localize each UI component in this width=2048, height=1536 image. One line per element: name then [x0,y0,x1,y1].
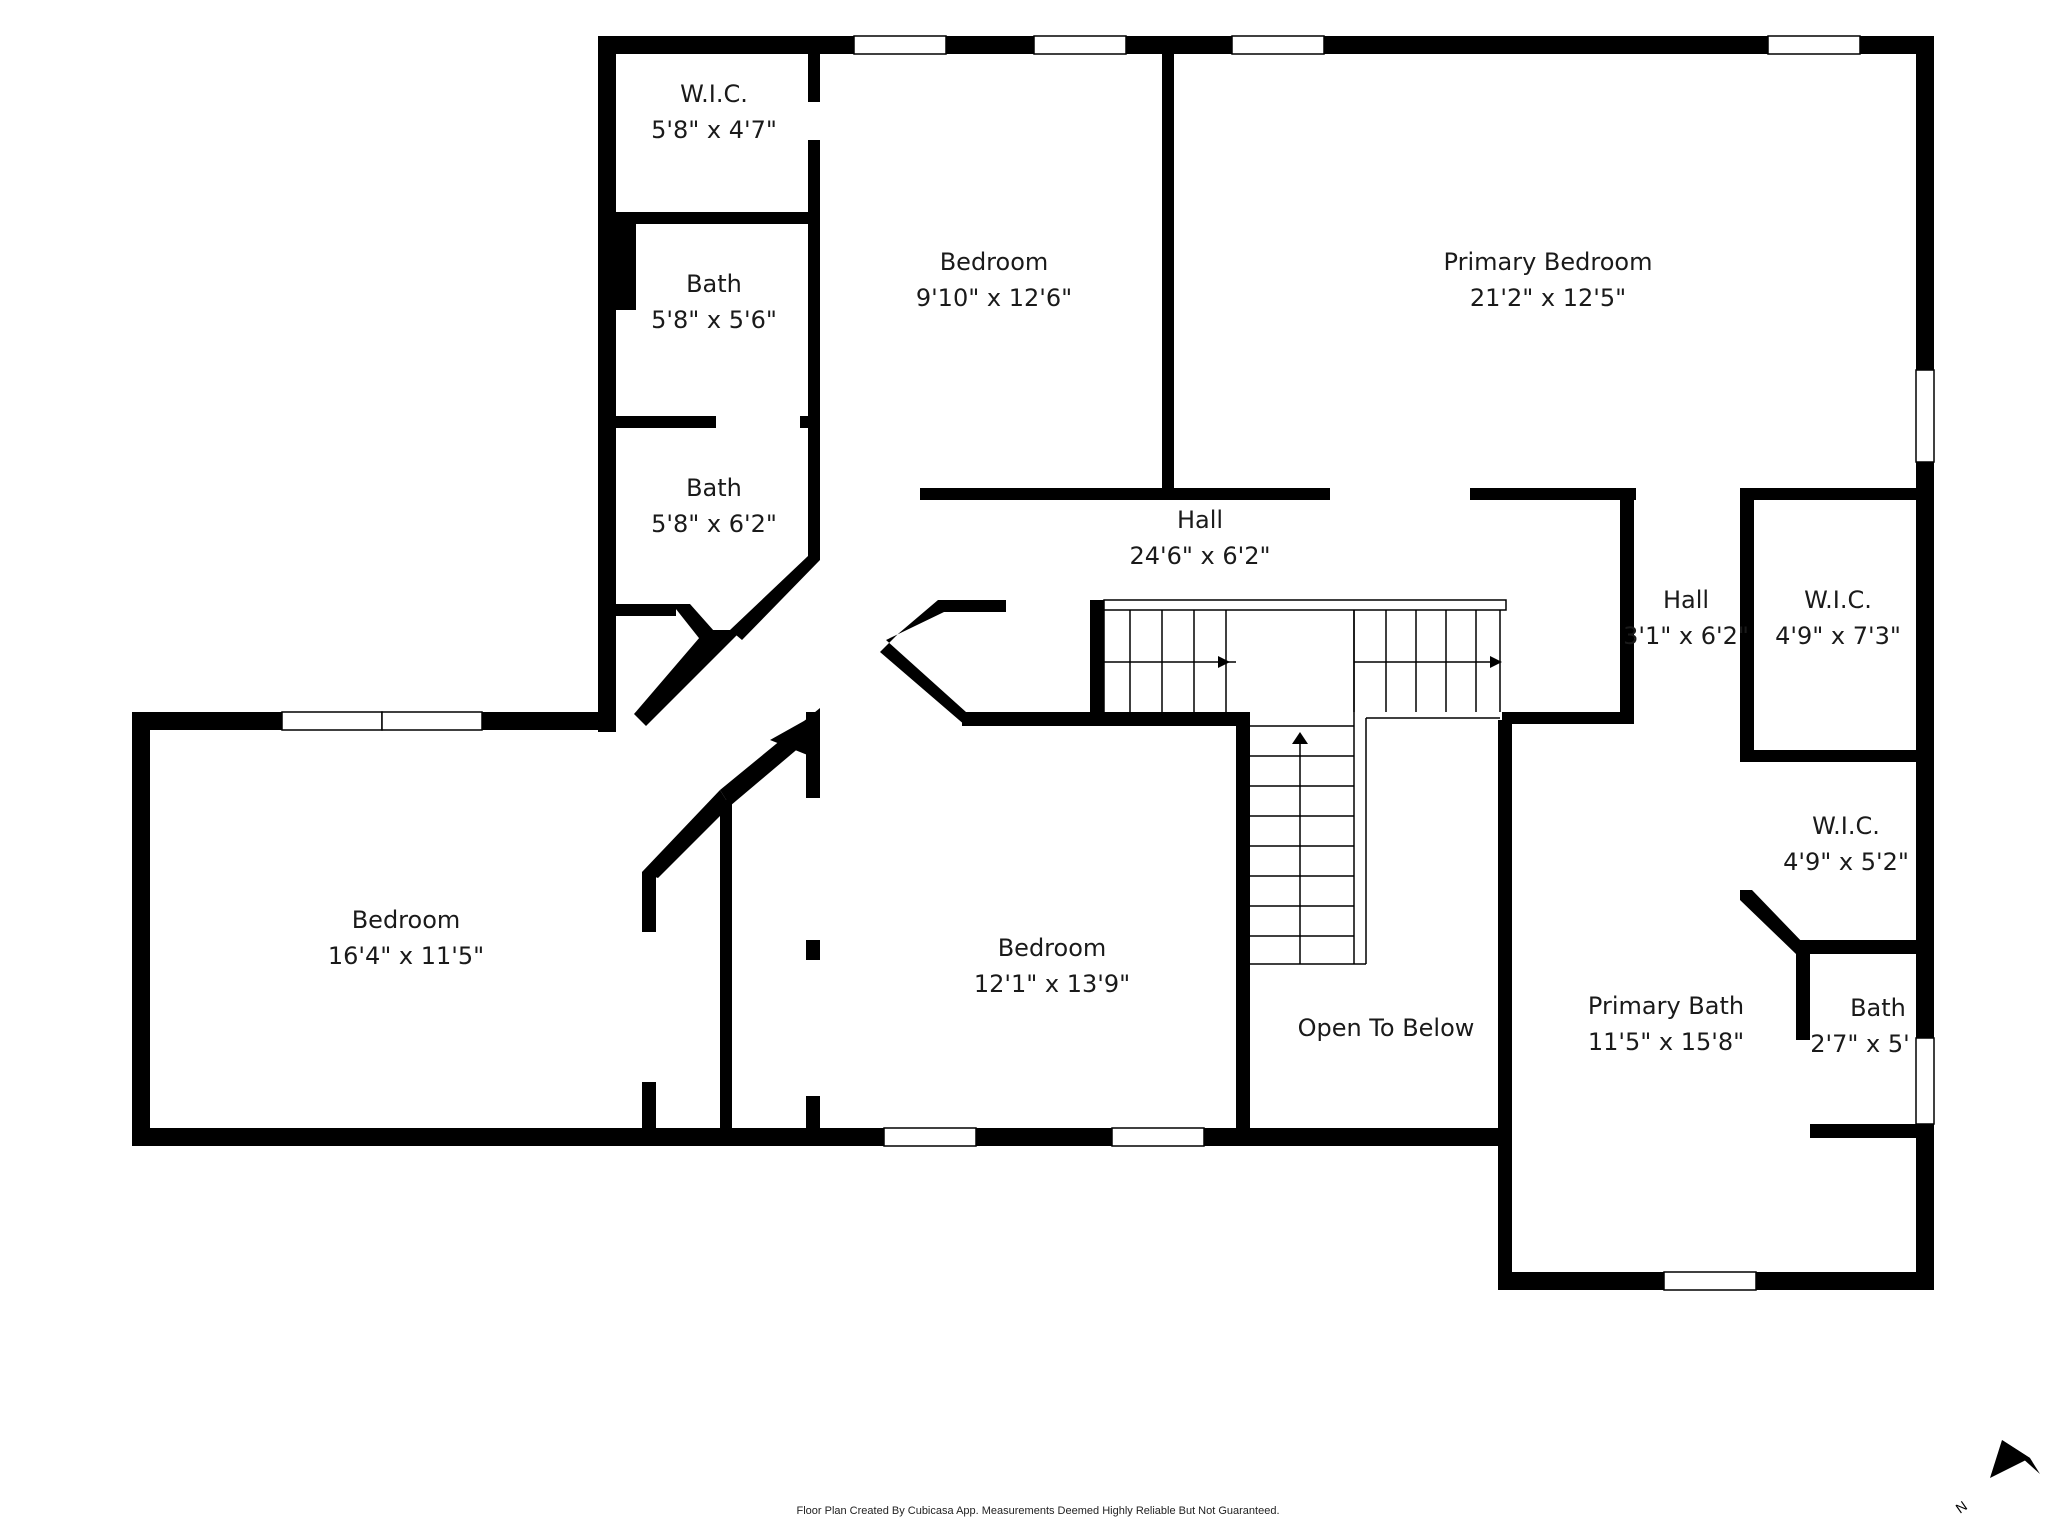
room-name: Hall [1663,586,1709,614]
room-name: Primary Bath [1588,992,1744,1020]
room-size: 24'6" x 6'2" [1129,542,1270,570]
room-size: 5'8" x 5'6" [651,306,777,334]
room-size: 11'5" x 15'8" [1588,1028,1744,1056]
room-size: 4'9" x 5'2" [1783,848,1909,876]
room-size: 21'2" x 12'5" [1470,284,1626,312]
compass-label: N [1953,1498,1970,1517]
room-name: W.I.C. [680,80,748,108]
room-name: Bedroom [998,934,1107,962]
room-name: W.I.C. [1812,812,1880,840]
stairs [1103,599,1507,965]
compass-icon: N [1953,1440,2040,1516]
room-labels: W.I.C. 5'8" x 4'7" Bath 5'8" x 5'6" Bath… [328,80,1910,1058]
room-name: Bath [1850,994,1906,1022]
room-name: Open To Below [1298,1014,1475,1042]
room-name: Bedroom [352,906,461,934]
room-size: 3'1" x 6'2" [1623,622,1749,650]
room-size: 5'8" x 4'7" [651,116,777,144]
room-size: 4'9" x 7'3" [1775,622,1901,650]
room-name: Bath [686,270,742,298]
footer-disclaimer: Floor Plan Created By Cubicasa App. Meas… [796,1505,1279,1517]
room-name: W.I.C. [1804,586,1872,614]
room-name: Primary Bedroom [1444,248,1653,276]
room-name: Hall [1177,506,1223,534]
room-size: 2'7" x 5' [1810,1030,1910,1058]
room-size: 9'10" x 12'6" [916,284,1072,312]
room-size: 16'4" x 11'5" [328,942,484,970]
room-name: Bedroom [940,248,1049,276]
room-name: Bath [686,474,742,502]
room-size: 5'8" x 6'2" [651,510,777,538]
windows [281,35,1935,1291]
walls [132,36,1934,1290]
room-size: 12'1" x 13'9" [974,970,1130,998]
